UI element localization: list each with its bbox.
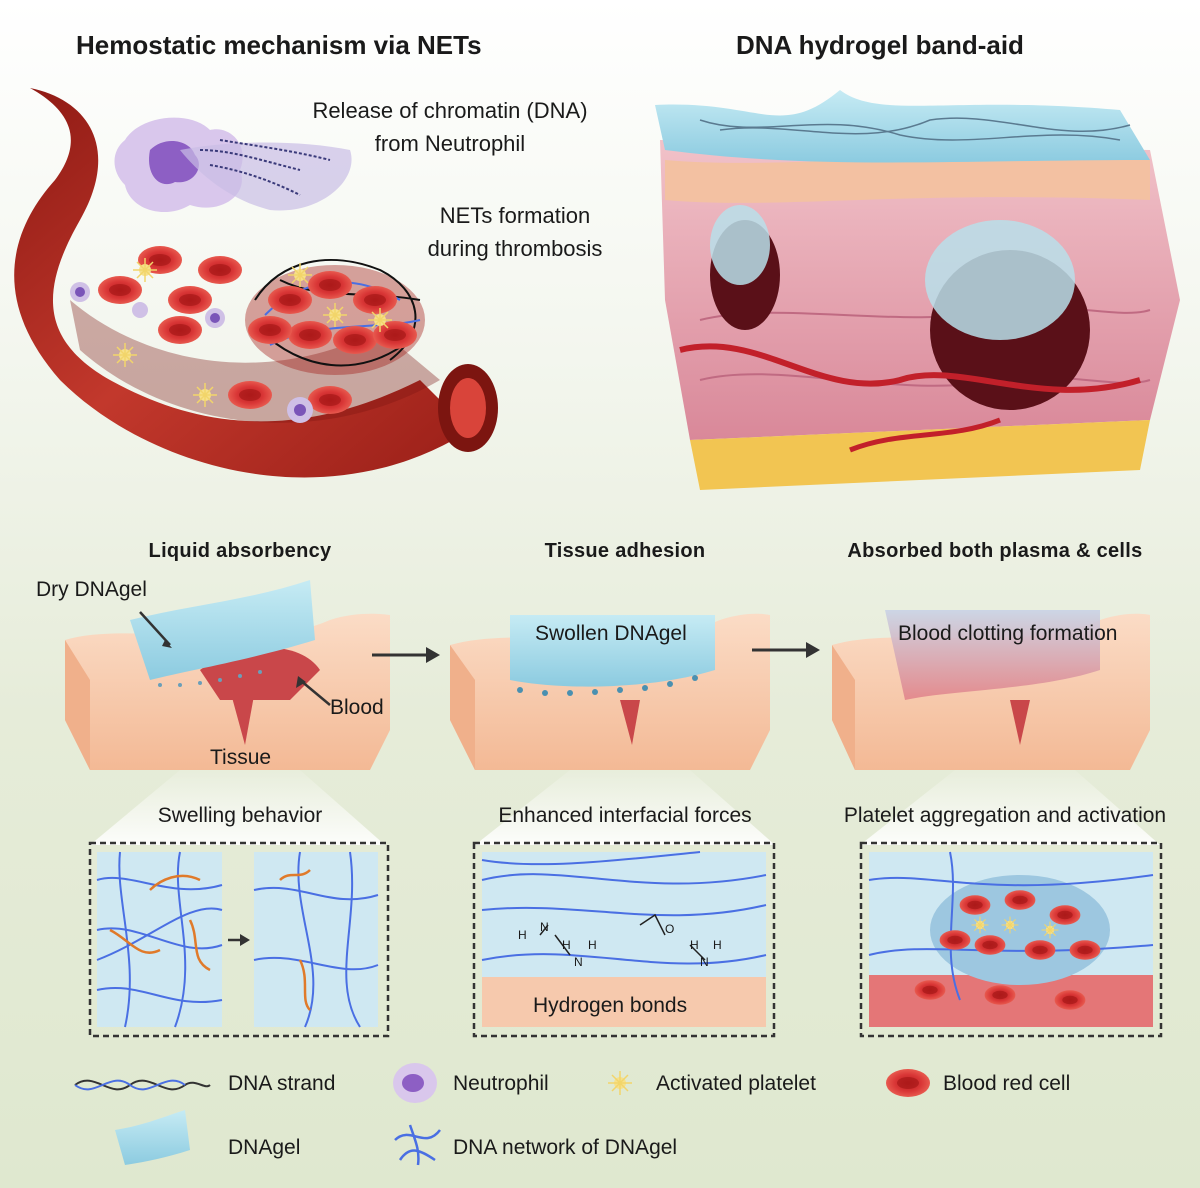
zoom-beam-1 (90, 770, 385, 845)
arrow-2 (752, 642, 820, 658)
zoom-beam-3 (860, 770, 1160, 845)
dnagel-bandaid-illustration (655, 90, 1150, 163)
label-blood: Blood (330, 696, 384, 719)
chem-atom-h: H (562, 938, 571, 952)
arrow-1 (372, 647, 440, 663)
panel1-illustration (65, 580, 390, 770)
label-dry-dnagel: Dry DNAgel (36, 578, 147, 601)
chem-atom-h: H (588, 938, 597, 952)
chem-atom-n: N (540, 920, 549, 934)
platelet-icon (607, 1070, 633, 1096)
label-nets-line2: during thrombosis (427, 236, 603, 261)
legend-dna-strand: DNA strand (228, 1072, 336, 1095)
chem-atom-n: N (574, 955, 583, 969)
panel2-illustration (450, 613, 770, 770)
legend-activated-platelet: Activated platelet (656, 1072, 816, 1095)
nets-clot-cluster (245, 259, 425, 375)
chem-atom-h: H (690, 938, 699, 952)
label-nets-line1: NETs formation (439, 203, 591, 228)
dnagel-icon (115, 1110, 190, 1165)
chem-atom-n: N (700, 955, 709, 969)
inset-swelling (88, 841, 390, 1038)
panel3-illustration (832, 610, 1150, 770)
label-blood-clotting: Blood clotting formation (898, 622, 1118, 645)
label-tissue: Tissue (210, 746, 272, 769)
panel3-heading: Absorbed both plasma & cells (847, 540, 1143, 562)
panel1-sublabel: Swelling behavior (157, 804, 323, 827)
inset-interfacial (472, 841, 776, 1038)
legend-neutrophil: Neutrophil (453, 1072, 549, 1095)
red-blood-cell-icon (886, 1069, 930, 1097)
title-left: Hemostatic mechanism via NETs (76, 30, 482, 60)
panel2-sublabel: Enhanced interfacial forces (498, 804, 752, 827)
dna-network-icon (394, 1124, 441, 1166)
skin-block-illustration (660, 140, 1180, 490)
label-release-line2: from Neutrophil (374, 131, 526, 156)
panel1-heading: Liquid absorbency (148, 540, 332, 562)
chem-atom-o: O (665, 922, 675, 936)
dna-strand-icon (74, 1079, 211, 1091)
title-right: DNA hydrogel band-aid (736, 30, 1024, 60)
chem-atom-h: H (518, 928, 527, 942)
legend-dna-network: DNA network of DNAgel (453, 1136, 678, 1159)
zoom-beam-2 (475, 770, 775, 845)
neutrophil-release-illustration (114, 117, 352, 213)
panel3-sublabel: Platelet aggregation and activation (843, 804, 1167, 827)
legend-dnagel: DNAgel (228, 1136, 301, 1159)
inset-platelet (859, 841, 1163, 1038)
label-swollen-dnagel: Swollen DNAgel (535, 622, 687, 645)
panel2-heading: Tissue adhesion (544, 540, 706, 562)
label-hydrogen-bonds: Hydrogen bonds (533, 994, 688, 1017)
legend-blood-red-cell: Blood red cell (943, 1072, 1071, 1095)
label-release-line1: Release of chromatin (DNA) (312, 98, 588, 123)
neutrophil-icon (393, 1063, 437, 1103)
blood-vessel-illustration (14, 88, 498, 478)
chem-atom-h: H (713, 938, 722, 952)
